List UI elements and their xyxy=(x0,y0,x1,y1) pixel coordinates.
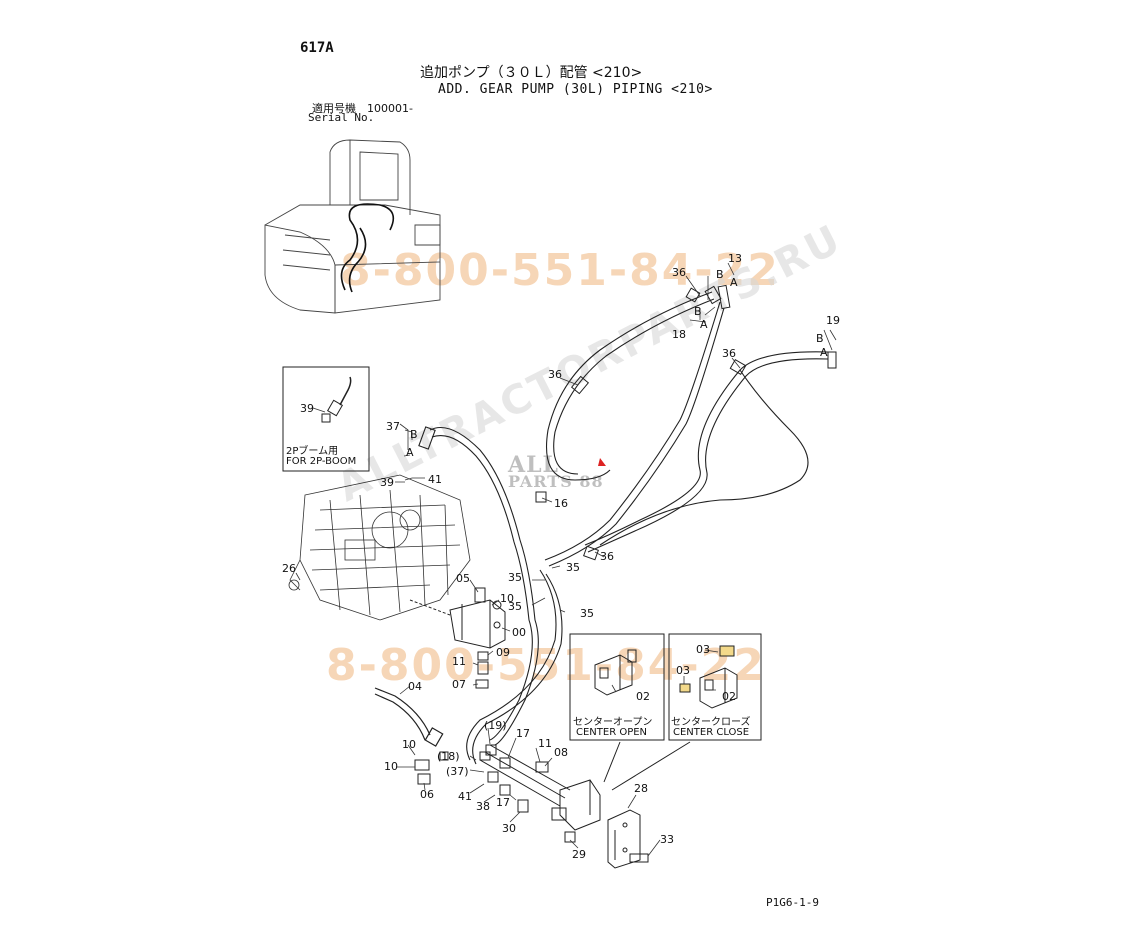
callout-35: 35 xyxy=(508,600,522,613)
callout-36: 36 xyxy=(548,368,562,381)
callout-29: 29 xyxy=(572,848,586,861)
title-english: ADD. GEAR PUMP (30L) PIPING <210> xyxy=(438,82,713,97)
callout-28: 28 xyxy=(634,782,648,795)
callout-30: 30 xyxy=(502,822,516,835)
callout-16: 16 xyxy=(554,497,568,510)
callout-b: B xyxy=(410,428,418,441)
callout-35: 35 xyxy=(580,607,594,620)
inset-box-center-open xyxy=(569,633,665,741)
callout-10: 10 xyxy=(402,738,416,751)
callout-41: 41 xyxy=(458,790,472,803)
callout-a: A xyxy=(730,276,738,289)
gear-pump xyxy=(409,587,506,649)
callout-08: 08 xyxy=(554,746,568,759)
boom-label-en: FOR 2P-BOOM xyxy=(286,456,357,467)
callout-04: 04 xyxy=(408,680,422,693)
callout-10: 10 xyxy=(500,592,514,605)
callout-03: 03 xyxy=(676,664,690,677)
callout-05: 05 xyxy=(456,572,470,585)
callout-02: 02 xyxy=(636,690,650,703)
callout-35: 35 xyxy=(566,561,580,574)
page-id: 617A xyxy=(300,40,334,56)
callout-02: 02 xyxy=(722,690,736,703)
callout-17: 17 xyxy=(516,727,530,740)
inset-leader-lines xyxy=(603,741,691,791)
callout-39: 39 xyxy=(300,402,314,415)
callout-07: 07 xyxy=(452,678,466,691)
title-japanese: 追加ポンプ（３０Ｌ）配管 <210> xyxy=(420,65,643,81)
inset-box-center-close xyxy=(668,633,762,741)
hose-37 xyxy=(418,426,563,765)
callout-00: 00 xyxy=(512,626,526,639)
callout-39: 39 xyxy=(380,476,394,489)
drawing-code: P1G6-1-9 xyxy=(766,896,819,909)
callout-35: 35 xyxy=(508,571,522,584)
inset-box-2p-boom xyxy=(282,366,370,472)
callout-a: A xyxy=(700,318,708,331)
callout-a: A xyxy=(820,346,828,359)
excavator-outline xyxy=(264,139,441,314)
center-open-label-en: CENTER OPEN xyxy=(576,727,648,738)
callout-36: 36 xyxy=(722,347,736,360)
callout-13: 13 xyxy=(728,252,742,265)
callout-b: B xyxy=(694,305,702,318)
bottom-left-fittings xyxy=(414,491,549,813)
callout-41: 41 xyxy=(428,473,442,486)
leader-lines xyxy=(295,262,837,857)
hose-fittings-top-right xyxy=(570,284,837,561)
callout-18: 18 xyxy=(672,328,686,341)
callout-b: B xyxy=(716,268,724,281)
logo-watermark-bottom: PARTS 88 xyxy=(508,472,604,491)
callout-33: 33 xyxy=(660,833,674,846)
center-close-label-en: CENTER CLOSE xyxy=(673,727,750,738)
callout-09: 09 xyxy=(496,646,510,659)
callout-b: B xyxy=(816,332,824,345)
center-close-label-jp: センタークローズ xyxy=(671,717,751,728)
engine-pump-assembly xyxy=(288,474,471,621)
callout-37-ref: (37) xyxy=(446,765,469,778)
callout-36: 36 xyxy=(672,266,686,279)
hose-bundle-upper xyxy=(544,291,829,567)
callout-03: 03 xyxy=(696,643,710,656)
callout-a: A xyxy=(406,446,414,459)
callout-11: 11 xyxy=(538,737,552,750)
serial-label-english: Serial No. xyxy=(308,111,375,124)
callout-17: 17 xyxy=(496,796,510,809)
callout-19-ref: (19) xyxy=(484,719,507,732)
callout-37: 37 xyxy=(386,420,400,433)
excavator-hose-highlight xyxy=(340,203,395,293)
boom-label-jp: 2Pブーム用 xyxy=(286,446,339,457)
serial-label-japanese: 適用号機 100001- xyxy=(312,102,413,115)
callout-10: 10 xyxy=(384,760,398,773)
phone-watermark-bottom: 8-800-551-84-22 xyxy=(326,640,766,691)
center-open-label-jp: センターオープン xyxy=(573,717,653,728)
hose-04 xyxy=(374,687,444,747)
callout-18-ref: (18) xyxy=(437,750,460,763)
callout-19: 19 xyxy=(826,314,840,327)
callout-11: 11 xyxy=(452,655,466,668)
callout-38: 38 xyxy=(476,800,490,813)
valve-assembly xyxy=(479,744,649,869)
callout-36: 36 xyxy=(600,550,614,563)
callout-labels: 13 36 B A B A 18 19 B A 36 36 39 37 B A … xyxy=(282,252,840,861)
callout-26: 26 xyxy=(282,562,296,575)
phone-watermark-top: 8-800-551-84-22 xyxy=(340,245,780,296)
callout-06: 06 xyxy=(420,788,434,801)
logo-red-mark xyxy=(598,458,606,466)
